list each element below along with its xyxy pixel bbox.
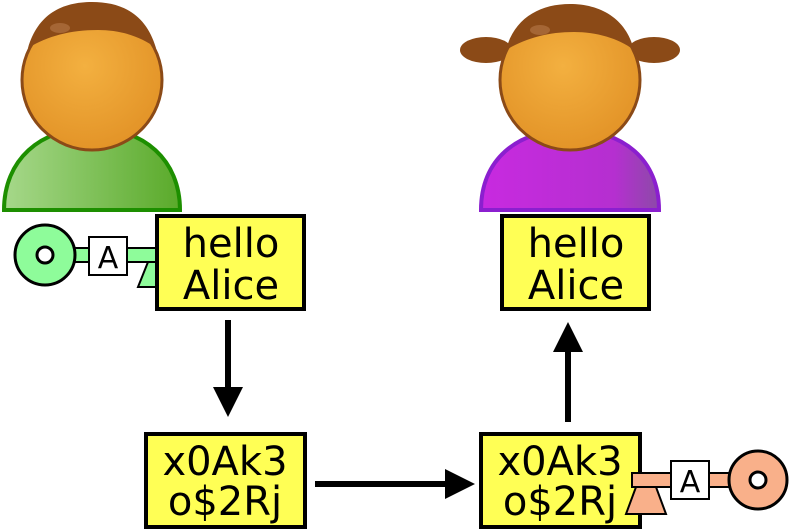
plaintext-box-receiver: hello Alice — [500, 214, 651, 311]
arrow-down-icon — [213, 320, 243, 417]
ciphertext-box-right: x0Ak3 o$2Rj — [479, 432, 642, 529]
left-pigtail — [460, 37, 512, 63]
right-pigtail — [628, 37, 680, 63]
person-green-shirt-icon — [1, 2, 183, 212]
plaintext-box-sender: hello Alice — [155, 214, 306, 311]
ciphertext-right-line1: x0Ak3 — [497, 439, 622, 485]
plaintext-receiver-line2: Alice — [528, 263, 624, 309]
plaintext-sender-line2: Alice — [183, 263, 279, 309]
person-purple-shirt-icon — [460, 4, 680, 212]
arrow-right-icon — [315, 469, 475, 499]
ciphertext-left-line1: x0Ak3 — [162, 439, 287, 485]
plaintext-receiver-line1: hello — [528, 221, 625, 267]
purple-person-hair — [506, 4, 634, 50]
orange-key-icon: A — [624, 449, 789, 515]
orange-key-label-box — [670, 460, 710, 500]
ciphertext-right-line2: o$2Rj — [503, 479, 617, 525]
green-key-label-box — [88, 236, 128, 276]
ciphertext-box-left: x0Ak3 o$2Rj — [144, 432, 307, 529]
green-key-label: A — [98, 241, 119, 276]
green-person-hair — [28, 2, 156, 48]
green-key-icon: A — [13, 223, 176, 288]
arrow-up-icon — [553, 322, 583, 422]
plaintext-sender-line1: hello — [183, 221, 280, 267]
ciphertext-left-line2: o$2Rj — [168, 479, 282, 525]
orange-key-label: A — [680, 465, 701, 500]
